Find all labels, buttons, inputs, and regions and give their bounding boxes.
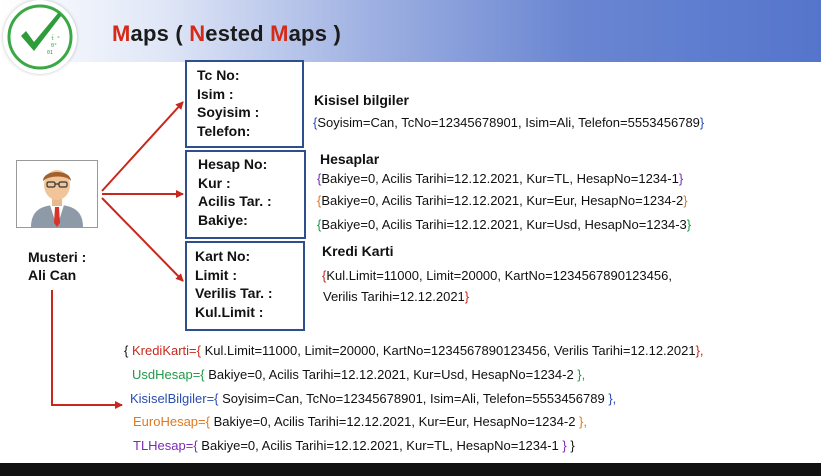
bottom-bar [0, 463, 821, 476]
map-body: Bakiye=0, Acilis Tarihi=12.12.2021, Kur=… [197, 438, 559, 453]
field-label: Limit : [195, 266, 237, 283]
map-body: Bakiye=0, Acilis Tarihi=12.12.2021, Kur=… [321, 171, 679, 186]
brace: { [317, 217, 322, 232]
field-label: Verilis Tar. : [195, 285, 273, 301]
nested-line-usd: UsdHesap={ Bakiye=0, Acilis Tarihi=12.12… [132, 367, 585, 382]
kart-fields-box: Kart No: Limit : Verilis Tar. : Kul.Limi… [185, 241, 305, 331]
logo: t́ ° 0° 01 [3, 0, 77, 74]
field-label: Bakiye: [198, 211, 248, 228]
kisisel-title: Kisisel bilgiler [314, 92, 409, 108]
map-body: Bakiye=0, Acilis Tarihi=12.12.2021, Kur=… [321, 193, 684, 208]
map-eq: ={ [206, 391, 219, 406]
map-body: Bakiye=0, Acilis Tarihi=12.12.2021, Kur=… [321, 217, 687, 232]
map-eq: ={ [192, 367, 205, 382]
hesap-fields-box: Hesap No: Kur : Acilis Tar. : Bakiye: [185, 150, 306, 239]
outer-brace: } [570, 438, 575, 453]
map-key: EuroHesap [133, 414, 199, 429]
person-icon [31, 170, 83, 227]
kredi-title: Kredi Karti [322, 243, 394, 259]
hesap-map-eur: {Bakiye=0, Acilis Tarihi=12.12.2021, Kur… [317, 193, 688, 208]
map-body: Kul.Limit=11000, Limit=20000, KartNo=123… [200, 343, 696, 358]
brace: } [683, 193, 688, 208]
customer-avatar [16, 160, 98, 228]
brace: } [699, 115, 705, 130]
brace: { [317, 193, 322, 208]
outer-brace: { [124, 343, 129, 358]
brace: { [317, 171, 322, 186]
field-label: Tc No: [197, 67, 240, 83]
hesap-map-usd: {Bakiye=0, Acilis Tarihi=12.12.2021, Kur… [317, 217, 691, 232]
arrow-to-kisisel [101, 101, 184, 192]
checkmark-icon: t́ ° 0° 01 [7, 4, 73, 70]
nested-line-kredi: { KrediKarti={ Kul.Limit=11000, Limit=20… [124, 343, 704, 358]
title-part: N [189, 21, 206, 46]
map-body: Soyisim=Can, TcNo=12345678901, Isim=Ali,… [317, 115, 700, 130]
nested-line-tl: TLHesap={ Bakiye=0, Acilis Tarihi=12.12.… [133, 438, 575, 453]
header-band [0, 0, 821, 62]
title-part: aps ( [130, 21, 190, 46]
brace: } [678, 171, 684, 186]
brace: { [313, 115, 318, 130]
customer-label: Musteri : Ali Can [28, 248, 86, 284]
field-label: Soyisim : [197, 104, 260, 120]
hesaplar-title: Hesaplar [320, 151, 380, 167]
page-title: Maps ( Nested Maps ) [112, 21, 341, 47]
brace: } [686, 217, 692, 232]
map-body: Bakiye=0, Acilis Tarihi=12.12.2021, Kur=… [204, 367, 574, 382]
map-key: KrediKarti [131, 343, 190, 358]
map-end: }, [575, 414, 588, 429]
logo-text-3: 0° [51, 43, 57, 49]
map-end: }, [573, 367, 586, 382]
brace: { [322, 268, 327, 283]
customer-role: Musteri : [28, 249, 87, 265]
map-key: TLHesap [133, 438, 186, 453]
logo-text-1: t́ ° [51, 35, 60, 42]
map-end: }, [695, 343, 704, 358]
map-end: } [558, 438, 567, 453]
kisisel-fields-box: Tc No: Isim : Soyisim : Telefon: [185, 60, 304, 148]
map-end: }, [604, 391, 617, 406]
map-body: Bakiye=0, Acilis Tarihi=12.12.2021, Kur=… [209, 414, 576, 429]
hesap-map-tl: {Bakiye=0, Acilis Tarihi=12.12.2021, Kur… [317, 171, 683, 186]
map-eq: ={ [198, 414, 210, 429]
nested-line-euro: EuroHesap={ Bakiye=0, Acilis Tarihi=12.1… [133, 414, 587, 429]
title-part: ested [205, 21, 271, 46]
customer-name: Ali Can [28, 267, 77, 283]
brace: } [464, 289, 470, 304]
map-eq: ={ [185, 438, 198, 453]
kredi-map-line1: {Kul.Limit=11000, Limit=20000, KartNo=12… [322, 268, 672, 283]
kredi-map-line2: Verilis Tarihi=12.12.2021} [323, 289, 469, 304]
map-body: Verilis Tarihi=12.12.2021 [323, 289, 465, 304]
title-part: M [112, 21, 131, 46]
field-label: Kul.Limit : [195, 303, 264, 320]
map-body: Soyisim=Can, TcNo=12345678901, Isim=Ali,… [218, 391, 605, 406]
map-body: Kul.Limit=11000, Limit=20000, KartNo=123… [326, 268, 672, 283]
arrow-to-nested [51, 290, 123, 409]
kisisel-map: {Soyisim=Can, TcNo=12345678901, Isim=Ali… [313, 115, 704, 130]
map-key: UsdHesap [132, 367, 193, 382]
field-label: Hesap No: [198, 156, 268, 172]
nested-line-kisisel: KisiselBilgiler={ Soyisim=Can, TcNo=1234… [130, 391, 616, 406]
arrow-to-kart [101, 197, 184, 282]
field-label: Telefon: [197, 122, 251, 139]
map-eq: ={ [189, 343, 201, 358]
map-key: KisiselBilgiler [130, 391, 207, 406]
field-label: Kart No: [195, 248, 251, 264]
field-label: Isim : [197, 85, 234, 102]
field-label: Acilis Tar. : [198, 193, 272, 209]
logo-text-2: 01 [47, 50, 53, 56]
title-part: M [270, 21, 289, 46]
title-part: aps ) [288, 21, 341, 46]
field-label: Kur : [198, 174, 231, 191]
